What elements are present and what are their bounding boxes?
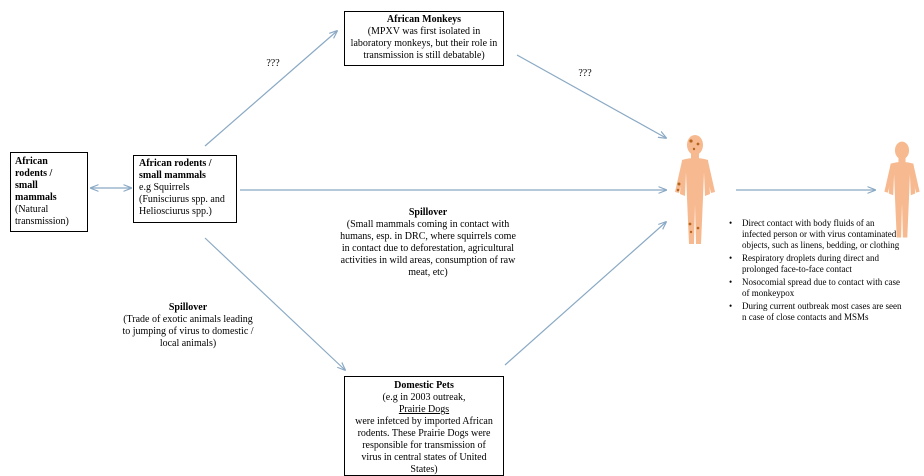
list-item: Nosocomial spread due to contact with ca… [727, 277, 905, 299]
list-item: Direct contact with body fluids of an in… [727, 218, 905, 251]
spillover-center-label: Spillover (Small mammals coming in conta… [340, 207, 516, 278]
squirrels-body: e.g Squirrels (Funisciurus spp. and Heli… [139, 182, 225, 217]
list-item: During current outbreak most cases are s… [727, 301, 905, 323]
squirrels-box: African rodents / small mammals e.g Squi… [133, 155, 237, 223]
african-monkeys-box: African Monkeys (MPXV was first isolated… [344, 11, 504, 66]
arrow-squirrels-pets [204, 237, 345, 370]
lesion-spots [676, 139, 700, 234]
arrow-squirrels-monkeys [204, 31, 337, 147]
question-marks-left: ??? [266, 58, 280, 69]
domestic-pets-title: Domestic Pets [394, 380, 454, 391]
african-rodents-note: (Natural transmission) [15, 204, 69, 227]
list-item: Respiratory droplets during direct and p… [727, 253, 905, 275]
arrow-monkeys-human [516, 54, 666, 138]
human-contact-icon [884, 141, 920, 238]
prairie-dogs-link: Prairie Dogs [398, 404, 450, 415]
infected-human-icon [675, 135, 715, 244]
african-rodents-title: African rodents / small mammals [15, 156, 57, 203]
transmission-modes-list: Direct contact with body fluids of an in… [727, 218, 905, 325]
african-monkeys-title: African Monkeys [386, 14, 462, 25]
squirrels-title: African rodents / small mammals [139, 158, 212, 181]
question-marks-right: ??? [578, 68, 592, 79]
domestic-pets-box: Domestic Pets (e.g in 2003 outreak, Prai… [344, 376, 504, 476]
arrow-pets-human [504, 222, 666, 366]
spillover-left-label: Spillover (Trade of exotic animals leadi… [122, 302, 254, 349]
african-rodents-box: African rodents / small mammals (Natural… [10, 152, 88, 232]
